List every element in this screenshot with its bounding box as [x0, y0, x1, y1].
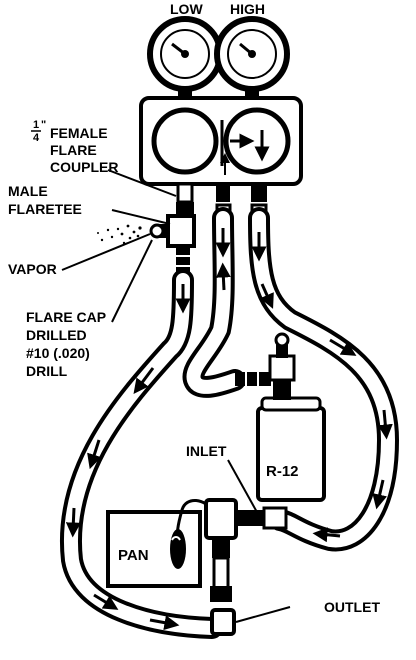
female-flare-label-line2: FLARE [50, 142, 97, 158]
text-labels: LOW HIGH 1 " 4 FEMALE FLARE COUPLER MALE… [8, 1, 380, 615]
flare-cap-label-line4: DRILL [26, 363, 68, 379]
fraction-denominator: 4 [33, 132, 40, 144]
manifold-body [139, 96, 303, 186]
low-label: LOW [170, 1, 203, 17]
flare-cap-label-line1: FLARE CAP [26, 309, 106, 325]
vapor-spray [97, 224, 142, 245]
flare-cap-label-line2: DRILLED [26, 327, 87, 343]
flare-cap-label-line3: #10 (.020) [26, 345, 90, 361]
high-gauge [214, 16, 290, 100]
can-label: R-12 [266, 463, 299, 480]
high-label: HIGH [230, 1, 265, 17]
outlet-label: OUTLET [324, 599, 380, 615]
flow-arrows [65, 228, 393, 631]
vapor-label: VAPOR [8, 261, 57, 277]
inlet-label: INLET [186, 443, 227, 459]
expansion-valve [204, 498, 288, 636]
fraction-mark: " [41, 119, 46, 131]
low-gauge [147, 16, 223, 100]
male-flaretee-label-line2: FLARETEE [8, 201, 82, 217]
female-flare-label-line1: FEMALE [50, 125, 108, 141]
refrigerant-can [235, 332, 326, 502]
female-flare-label-line3: COUPLER [50, 159, 118, 175]
pan-label: PAN [118, 547, 149, 564]
leader-lines [61, 169, 291, 623]
fraction-numerator: 1 [33, 119, 39, 131]
male-flaretee-label-line1: MALE [8, 183, 48, 199]
male-flaretee [149, 214, 196, 276]
